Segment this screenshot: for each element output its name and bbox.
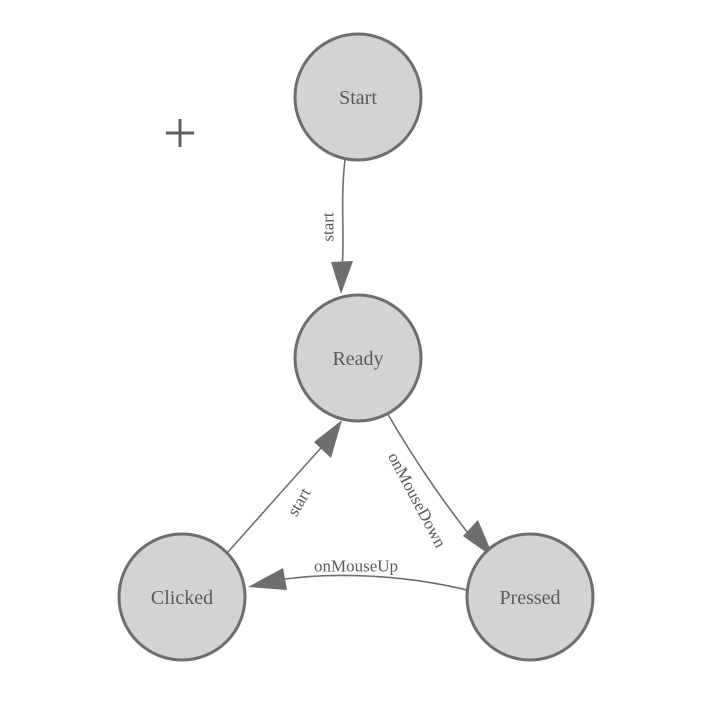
edge-clicked-to-ready-arrowhead [314, 420, 342, 458]
edge-clicked-to-ready[interactable] [227, 420, 342, 553]
edge-start-to-ready[interactable] [331, 159, 353, 294]
edge-ready-to-pressed-arrowhead [463, 520, 494, 558]
node-pressed[interactable]: Pressed [465, 532, 595, 662]
node-clicked[interactable]: Clicked [117, 532, 247, 662]
edge-clicked-to-ready-path [227, 436, 332, 553]
edge-label-pressed-to-clicked: onMouseUp [314, 557, 398, 576]
node-clicked-circle[interactable] [117, 532, 247, 662]
crosshair-icon[interactable] [166, 119, 194, 147]
node-ready-label: Ready [332, 348, 383, 370]
edge-ready-to-pressed[interactable] [385, 410, 494, 558]
node-pressed-label: Pressed [499, 587, 560, 609]
node-ready-circle[interactable] [293, 293, 423, 423]
edge-label-clicked-to-ready: start [283, 484, 314, 519]
node-clicked-label: Clicked [151, 587, 213, 609]
edge-label-ready-to-pressed: onMouseDown [384, 449, 450, 551]
node-ready[interactable]: Ready [293, 293, 423, 423]
edge-pressed-to-clicked-arrowhead [248, 568, 287, 590]
edge-label-start-to-ready: start [319, 212, 338, 242]
edge-pressed-to-clicked-path [277, 574, 468, 591]
node-start-circle[interactable] [293, 32, 423, 162]
edge-pressed-to-clicked[interactable] [248, 568, 468, 591]
node-start[interactable]: Start [293, 32, 423, 162]
edge-start-to-ready-path [341, 159, 346, 269]
edge-start-to-ready-arrowhead [331, 261, 353, 294]
node-pressed-circle[interactable] [465, 532, 595, 662]
node-start-label: Start [339, 87, 377, 109]
